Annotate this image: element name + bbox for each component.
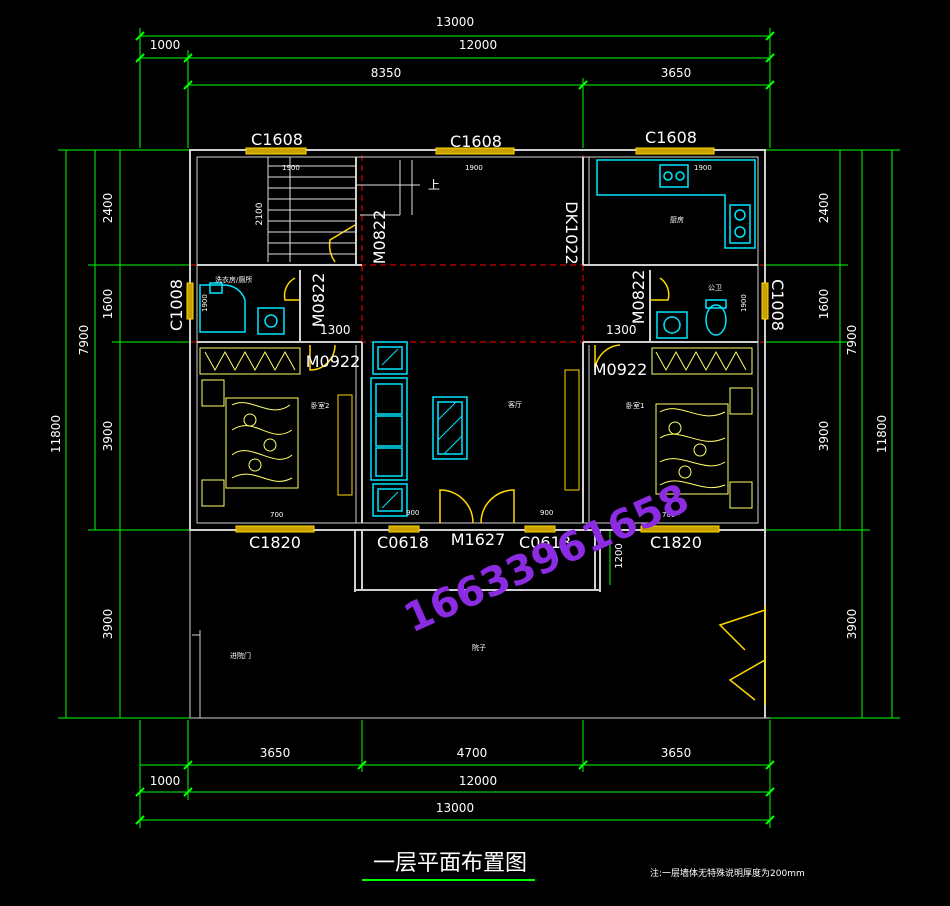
label-m1627: M1627 <box>451 530 506 549</box>
windows <box>186 147 769 533</box>
label-m0922-left: M0922 <box>306 352 361 371</box>
dim-left-1600: 1600 <box>101 289 115 320</box>
dimension-lines <box>58 28 900 881</box>
dim-bottom-mid: 4700 <box>457 746 488 760</box>
dim-porch-1200: 1200 <box>614 543 625 568</box>
dimension-ticks <box>135 31 775 825</box>
label-m0922-right: M0922 <box>593 360 648 379</box>
dim-top-left-segment: 8350 <box>371 66 402 80</box>
label-c0618-left: C0618 <box>377 533 429 552</box>
sill-1900-c: 1900 <box>694 164 712 172</box>
dim-right-2400: 2400 <box>817 193 831 224</box>
sill-1900-b: 1900 <box>465 164 483 172</box>
label-gate-post: 进院门 <box>230 651 251 660</box>
dim-right-7900: 7900 <box>845 325 859 356</box>
label-c1820-right: C1820 <box>650 533 702 552</box>
label-c0618-right: C0618 <box>519 533 571 552</box>
dim-right-11800: 11800 <box>875 415 889 453</box>
drawing-title: 一层平面布置图 <box>373 851 527 876</box>
label-c1008-left: C1008 <box>167 279 186 331</box>
tv-cabinet <box>337 369 580 496</box>
label-c1608-right: C1608 <box>645 128 697 147</box>
sill-1900-d: 1900 <box>201 294 209 312</box>
watermark-phone: 16633961658 <box>397 476 695 643</box>
label-c1608-mid: C1608 <box>450 132 502 151</box>
label-c1608-left: C1608 <box>251 130 303 149</box>
room-bath-left: 洗衣房/厕所 <box>215 275 252 284</box>
dim-right-1600: 1600 <box>817 289 831 320</box>
dim-bottom-left-offset: 1000 <box>150 774 181 788</box>
dim-top-overall: 13000 <box>436 15 474 29</box>
room-bedroom-right: 卧室1 <box>626 401 644 410</box>
dim-bottom-inner: 12000 <box>459 774 497 788</box>
label-c1820-left: C1820 <box>249 533 301 552</box>
furniture <box>199 159 756 517</box>
staircase <box>267 157 420 262</box>
dim-bottom-left: 3650 <box>260 746 291 760</box>
sill-900-right: 900 <box>540 509 553 517</box>
sill-700-left: 700 <box>270 511 283 519</box>
dim-stair-2100: 2100 <box>255 202 265 225</box>
dim-bottom-right: 3650 <box>661 746 692 760</box>
dim-right-3900-upper: 3900 <box>817 421 831 452</box>
dim-right-3900-lower: 3900 <box>845 609 859 640</box>
bedroom-left-furniture <box>199 347 301 507</box>
room-bedroom-left: 卧室2 <box>311 401 329 410</box>
dim-left-7900: 7900 <box>77 325 91 356</box>
dim-left-11800: 11800 <box>49 415 63 453</box>
dim-bottom-overall: 13000 <box>436 801 474 815</box>
sill-1300-right: 1300 <box>606 323 637 337</box>
dim-top-left-offset: 1000 <box>150 38 181 52</box>
label-m0822-bath-right: M0822 <box>629 270 648 325</box>
doors <box>283 224 766 705</box>
room-bath-right: 公卫 <box>708 284 722 292</box>
label-m0822-stair: M0822 <box>370 210 389 265</box>
dim-left-3900-upper: 3900 <box>101 421 115 452</box>
dim-top-right-segment: 3650 <box>661 66 692 80</box>
sill-1900-e: 1900 <box>740 294 748 312</box>
dim-left-2400: 2400 <box>101 193 115 224</box>
sill-900-left: 900 <box>406 509 419 517</box>
dim-left-3900-lower: 3900 <box>101 609 115 640</box>
sill-1300-left: 1300 <box>320 323 351 337</box>
room-kitchen: 厨房 <box>670 215 684 224</box>
walls <box>189 149 766 531</box>
porch-yard <box>189 530 770 719</box>
dim-top-inner: 12000 <box>459 38 497 52</box>
bedroom-right-furniture <box>651 347 753 509</box>
table-hatch <box>381 348 463 509</box>
label-dk1022: DK1022 <box>562 201 581 265</box>
drawing-note: 注:一层墙体无特殊说明厚度为200mm <box>650 867 805 879</box>
label-c1008-right: C1008 <box>768 279 787 331</box>
sill-700-right: 700 <box>662 511 675 519</box>
stair-up-label: 上 <box>428 178 440 192</box>
room-living: 客厅 <box>508 400 522 409</box>
room-yard: 院子 <box>472 643 486 652</box>
sill-1900-a: 1900 <box>282 164 300 172</box>
label-m0822-bath-left: M0822 <box>309 273 328 328</box>
